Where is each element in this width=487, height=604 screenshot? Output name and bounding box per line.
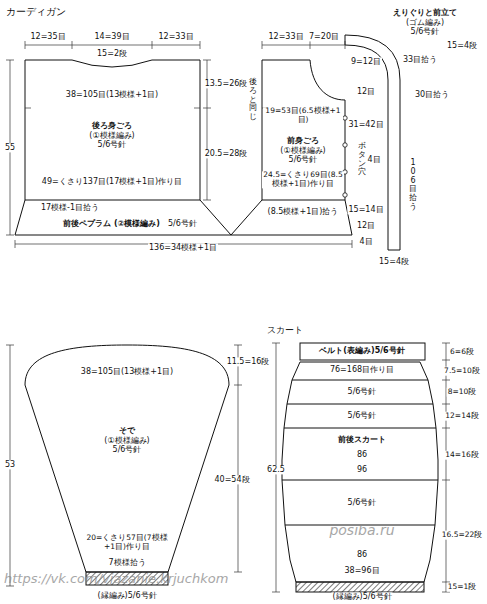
watermark: https://vk.com/vjazanie.krjuchkom [3,572,229,587]
piece-name: 前身ごろ [286,136,320,146]
garment-piece: 前後ペプラム (②模様編み) 5/6号針 [62,219,198,229]
dimension-label: 19=53目(6.5模様+1目) [263,107,343,124]
dimension-label: 8=10段 [447,388,478,397]
piece-note: (①模様編み) [103,435,150,445]
garment-piece: えりぐりと前立て(ゴム編み)5/6号針 [392,8,458,37]
dimension-label: 12=35目 [29,32,66,41]
dimension-lines [6,41,450,592]
dimension-label: 12目 [356,221,376,230]
piece-name: 後ろ身ごろ [91,121,133,131]
piece-name: 前後スカート [337,435,387,445]
piece-note: 5/6号針 [167,219,198,229]
peplum-outline [15,200,352,235]
dimension-label: 14=39目 [93,32,130,41]
watermark: posiba.ru [328,522,395,538]
garment-piece: そで(①模様編み)5/6号針 [103,426,150,455]
dimension-label: 136=34模様+1目 [148,243,218,252]
piece-name: えりぐりと前立て [392,8,458,18]
dimension-label: 14=16段 [444,451,479,460]
dimension-label: 76=168目作り目 [329,365,395,374]
back-body-outline [25,60,200,200]
dimension-label: 55 [4,143,16,152]
piece-note: (①模様編み) [88,130,135,140]
piece-note: 5/6号針 [410,27,441,37]
dimension-label: 11.5=16段 [226,357,271,366]
piece-note: (ゴム編み) [405,17,445,27]
piece-note: 5/6号針 [97,140,128,150]
piece-name: ベルト(表編み)5/6号針 [318,346,405,356]
dimension-label: 17模様-1目拾う [40,203,100,212]
dimension-label: カーディガン [5,6,67,18]
dimension-label: 38=105目(13模様+1目) [80,367,174,376]
sleeve-outline [25,345,229,572]
dimension-label: 6=6段 [449,348,475,357]
dimension-label: 5/6号針 [347,498,378,507]
dimension-label: 96 [356,465,368,474]
dimension-label: 13.5=26段 [204,79,249,88]
dimension-label: 62.5 [266,465,286,474]
skirt-band-lines [282,380,438,525]
dimension-label: 12目 [356,87,376,96]
dimension-label: 7.5=10段 [443,367,481,376]
skirt-outline [282,362,438,582]
dimension-label: 86 [356,550,368,559]
collar-band-outline [345,35,400,250]
skirt-belt [300,343,425,360]
dimension-label: 40=54段 [213,475,250,484]
dimension-label: 5/6号針 [347,411,378,420]
dimension-label: 86 [356,450,368,459]
dimension-label: 7模様拾う [107,558,146,567]
piece-note: (①模様編み) [279,145,326,155]
dimension-label: 38=96目 [343,566,380,575]
dimension-label: 49=くさり137目(17模様+1目)作り目 [41,177,183,186]
piece-name: そで [118,426,136,436]
garment-piece: ベルト(表編み)5/6号針 [318,346,405,356]
dimension-label: 15=1段 [447,583,478,592]
dimension-label: 12=33目 [267,32,304,41]
dimension-label: 12=33目 [157,32,194,41]
dimension-label: 15=4段 [446,41,478,50]
dimension-label: スカート [266,325,304,335]
dimension-label: (縁編み)5/6号針 [96,591,157,600]
dimension-label: 7=20目 [308,32,340,41]
dimension-label: ボタン穴 [358,141,366,178]
dimension-label: 31=42目 [347,120,384,129]
dimension-label: (縁編み)5/6号針 [331,592,392,601]
dimension-label: 24.5=くさり69目(8.5模様+1目)作り目 [262,171,344,188]
dimension-label: 106目拾う [409,158,417,213]
dimension-label: (8.5模様+1目)拾う [267,207,340,216]
dimension-label: 12=14段 [444,412,479,421]
dimension-label: 33目拾う [402,55,438,64]
piece-name: 前後ペプラム (②模様編み) [62,219,161,229]
dimension-label: 15=4段 [378,257,410,266]
dimension-label: 9=12目 [350,57,382,66]
dimension-label: 16.5=22段 [441,531,484,540]
dimension-label: 53 [4,460,16,469]
dimension-label: 20.5=28段 [204,149,249,158]
garment-piece: 前後スカート [337,435,387,445]
dimension-label: 20=くさり57目(7模様+1目)作り目 [82,534,172,551]
dimension-label: 後ろと同じ [249,77,257,123]
front-body-outline [262,60,345,200]
dimension-label: 15=14目 [347,205,384,214]
dimension-label: 30目拾う [414,90,450,99]
garment-piece: 前身ごろ(①模様編み)5/6号針 [279,136,326,165]
dimension-label: 5/6号針 [347,387,378,396]
skirt-hem [296,582,424,592]
garment-piece: 後ろ身ごろ(①模様編み)5/6号針 [88,121,135,150]
piece-note: 5/6号針 [288,155,319,165]
piece-note: 5/6号針 [112,445,143,455]
dimension-label: 4目 [366,155,381,164]
dimension-label: 38=105目(13模様+1目) [65,90,159,99]
dimension-label: 4目 [358,237,373,246]
dimension-label: 15=2段 [96,49,128,58]
